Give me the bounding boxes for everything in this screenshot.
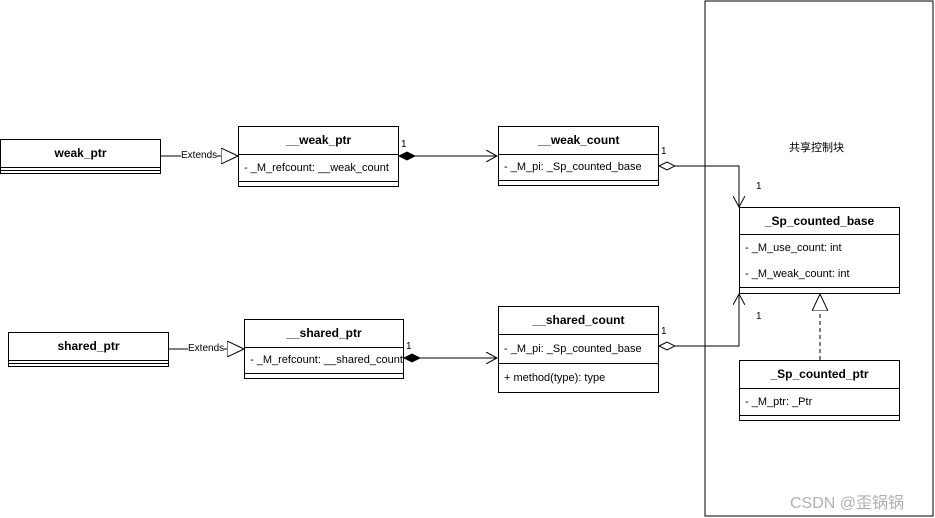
- class-__shared-ptr-name: __shared_ptr: [245, 320, 403, 348]
- class-sp-counted-base-attr2: - _M_weak_count: int: [745, 268, 850, 280]
- control-block-title: 共享控制块: [789, 142, 844, 154]
- class-__weak-ptr-name: __weak_ptr: [239, 127, 398, 155]
- class-sp-counted-ptr-name: _Sp_counted_ptr: [740, 361, 899, 389]
- class-shared-ptr-name: shared_ptr: [57, 339, 120, 353]
- extends-weak-label: Extends: [181, 150, 218, 161]
- class-sp-counted-base-attr1: - _M_use_count: int: [745, 242, 842, 254]
- class-__shared-count-name: __shared_count: [499, 307, 658, 335]
- watermark: CSDN @歪锅锅: [790, 495, 905, 512]
- shared-count-aggregation-edge: [659, 294, 739, 346]
- class-__weak-count-name: __weak_count: [499, 127, 658, 155]
- class-__shared-count-attr: - _M_pi: _Sp_counted_base: [499, 335, 658, 364]
- class-sp-counted-base-name: _Sp_counted_base: [740, 208, 899, 235]
- mult-shared-count-src: 1: [661, 326, 667, 337]
- class-weak-ptr-name: weak_ptr: [54, 146, 107, 160]
- class-__weak-count-attr: - _M_pi: _Sp_counted_base: [504, 161, 642, 173]
- class-__weak-count[interactable]: __weak_count - _M_pi: _Sp_counted_base: [498, 126, 659, 186]
- mult-base-top: 1: [756, 181, 762, 192]
- extends-shared-label: Extends: [188, 343, 225, 354]
- class-__weak-ptr-attr: - _M_refcount: __weak_count: [244, 162, 389, 174]
- mult-base-bottom: 1: [756, 311, 762, 322]
- class-weak-ptr[interactable]: weak_ptr: [0, 139, 161, 174]
- mult-weak-count-src: 1: [661, 146, 667, 157]
- class-sp-counted-ptr-attr: - _M_ptr: _Ptr: [745, 396, 813, 408]
- mult-shared-ptr-src: 1: [406, 341, 412, 352]
- class-sp-counted-base[interactable]: _Sp_counted_base - _M_use_count: int - _…: [739, 207, 900, 294]
- mult-weak-ptr-src: 1: [401, 139, 407, 150]
- class-shared-ptr[interactable]: shared_ptr: [8, 332, 169, 367]
- class-__shared-count[interactable]: __shared_count - _M_pi: _Sp_counted_base…: [498, 306, 659, 393]
- class-__shared-count-method: + method(type): type: [504, 372, 606, 384]
- weak-count-aggregation-edge: [659, 166, 739, 207]
- class-sp-counted-ptr[interactable]: _Sp_counted_ptr - _M_ptr: _Ptr: [739, 360, 900, 421]
- class-__weak-ptr[interactable]: __weak_ptr - _M_refcount: __weak_count: [238, 126, 399, 187]
- control-block-region: [704, 0, 934, 517]
- class-__shared-ptr[interactable]: __shared_ptr - _M_refcount: __shared_cou…: [244, 319, 404, 379]
- class-__shared-ptr-attr: - _M_refcount: __shared_count: [250, 354, 403, 366]
